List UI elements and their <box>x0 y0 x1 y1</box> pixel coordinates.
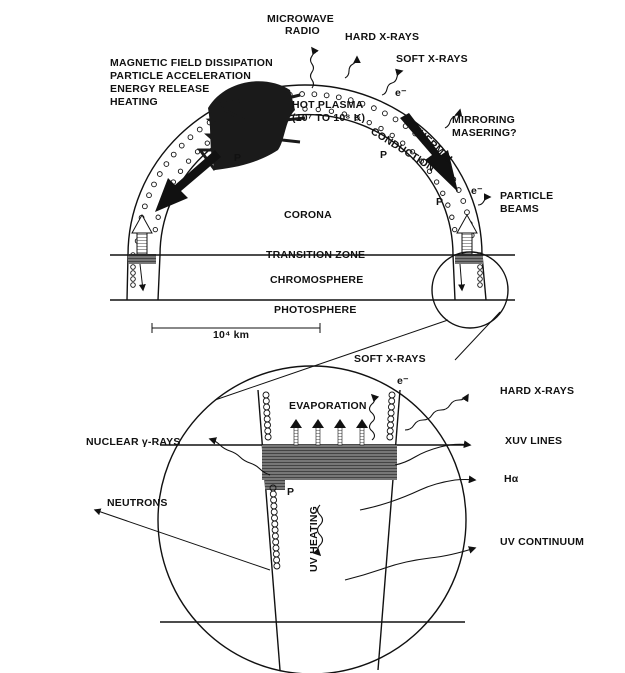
label-p-right-top: P <box>380 149 387 161</box>
label-particle: PARTICLE <box>500 190 553 202</box>
label-neutrons: NEUTRONS <box>107 497 168 509</box>
label-hard-xrays-zoom: HARD X-RAYS <box>500 385 574 397</box>
label-p-zoom: P <box>287 486 294 498</box>
label-soft-xrays-zoom: SOFT X-RAYS <box>354 353 426 365</box>
label-uv-cont: UV CONTINUUM <box>500 536 584 548</box>
zoom-circle <box>157 365 467 673</box>
label-e-right: e⁻ <box>471 185 483 197</box>
radiation-arrows-top <box>309 46 492 206</box>
label-corona: CORONA <box>284 209 332 221</box>
evaporation-arrows <box>290 419 368 446</box>
label-masering: MASERING? <box>452 127 517 139</box>
label-microwave: MICROWAVE <box>267 13 334 25</box>
energy-release-region <box>197 81 306 171</box>
label-uv-heating: UV HEATING <box>308 506 320 572</box>
zoom-radiation-arrows <box>208 393 477 581</box>
label-mirroring: MIRRORING <box>452 114 515 126</box>
downflow-arrow-right <box>400 113 458 192</box>
label-hot-plasma-range: (10⁷ TO 10⁸ K) <box>292 112 365 124</box>
label-scale: 10⁴ km <box>213 329 249 341</box>
label-magnetic: MAGNETIC FIELD DISSIPATION <box>110 57 273 69</box>
label-nuclear: NUCLEAR γ-RAYS <box>86 436 181 448</box>
label-chromosphere: CHROMOSPHERE <box>270 274 363 286</box>
label-e-zoom: e⁻ <box>397 375 409 387</box>
label-photosphere: PHOTOSPHERE <box>274 304 357 316</box>
label-heating: HEATING <box>110 96 158 108</box>
label-evaporation: EVAPORATION <box>289 400 367 412</box>
label-p-right-low: P <box>436 196 443 208</box>
footpoint-left <box>128 254 156 264</box>
label-hard-xrays-top: HARD X-RAYS <box>345 31 419 43</box>
zoom-gyrations <box>262 391 396 570</box>
label-hot-plasma: HOT PLASMA <box>292 99 364 111</box>
neutron-arrow <box>93 508 271 571</box>
label-e-top: e⁻ <box>395 87 407 99</box>
label-radio: RADIO <box>285 25 320 37</box>
zoom-flux-tube <box>160 389 465 671</box>
label-h-alpha: Hα <box>504 473 519 485</box>
label-soft-xrays-top: SOFT X-RAYS <box>396 53 468 65</box>
label-particle-acc: PARTICLE ACCELERATION <box>110 70 251 82</box>
label-xuv: XUV LINES <box>505 435 562 447</box>
label-p-left: P <box>234 152 241 164</box>
downflow-arrow-left <box>155 150 221 212</box>
footpoint-right <box>455 254 483 264</box>
label-beams: BEAMS <box>500 203 539 215</box>
upflow-arrow-left <box>131 213 153 255</box>
label-transition: TRANSITION ZONE <box>266 249 365 261</box>
scale-bar <box>151 323 321 333</box>
zoom-source-circle <box>431 251 509 329</box>
label-energy: ENERGY RELEASE <box>110 83 209 95</box>
